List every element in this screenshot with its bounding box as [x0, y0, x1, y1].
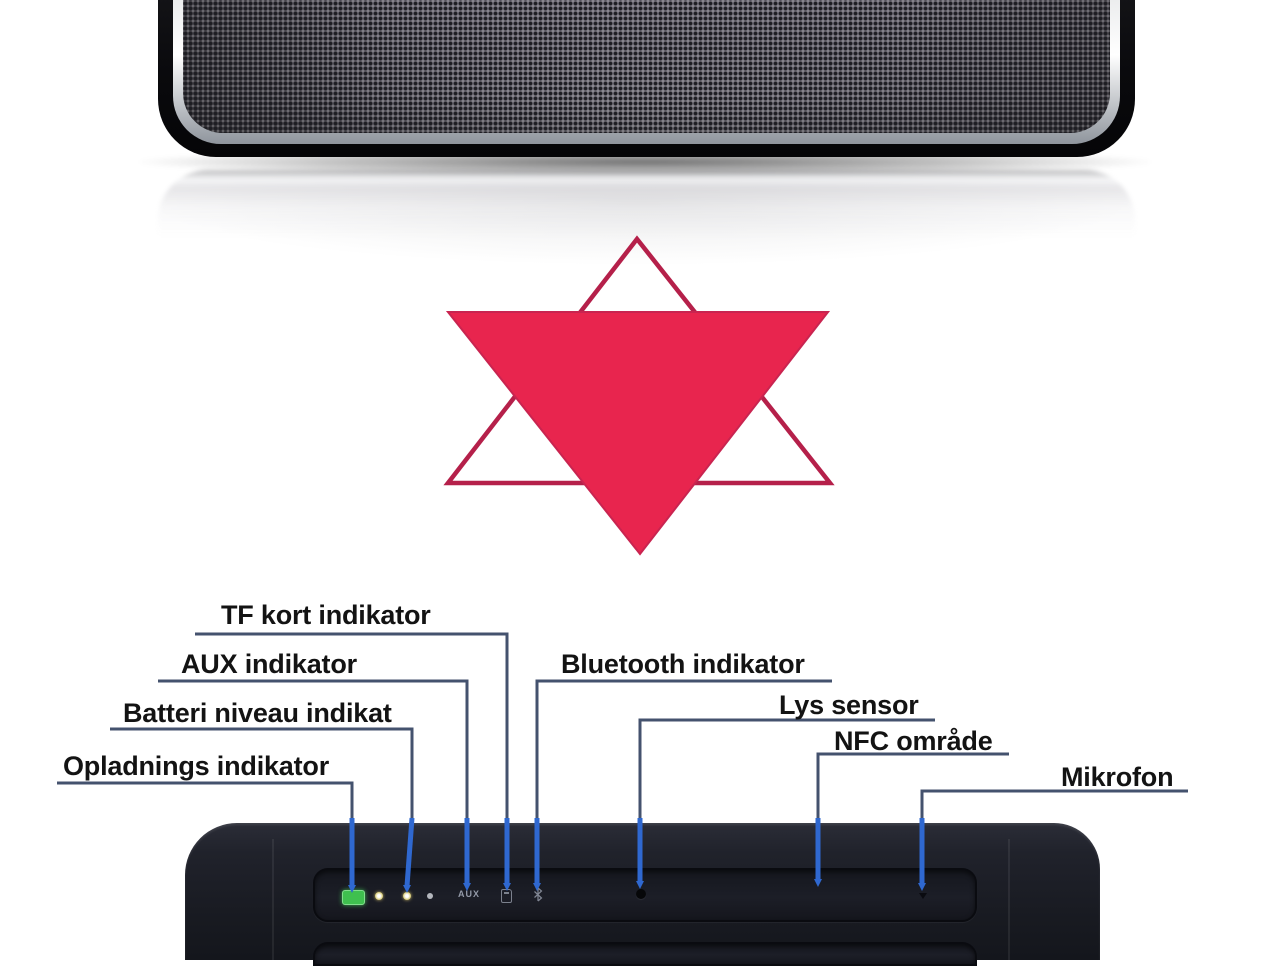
speaker-reflection [158, 170, 1135, 238]
aux-label: AUX [458, 889, 481, 899]
charging-led [342, 890, 365, 905]
battery-dot-1 [375, 892, 383, 900]
label-bluetooth-indikator: Bluetooth indikator [561, 649, 805, 679]
pointer-lines [349, 817, 925, 887]
label-lys-sensor: Lys sensor [779, 690, 919, 720]
battery-dot-3 [427, 893, 433, 899]
label-nfc-omraade: NFC område [834, 726, 993, 756]
connector-lines [57, 632, 1188, 823]
label-tf-card-indikator: TF kort indikator [221, 600, 431, 630]
microphone-hole [919, 893, 927, 899]
filled-triangle [445, 311, 831, 556]
speaker-top-view: AUX [185, 823, 1100, 966]
right-cap-seam [1008, 839, 1010, 960]
label-batteri-niveau: Batteri niveau indikat [123, 698, 392, 728]
label-opladnings-indikator: Opladnings indikator [63, 751, 330, 781]
bluetooth-icon [534, 887, 543, 902]
indicator-panel: AUX [313, 868, 977, 922]
left-cap-seam [272, 839, 274, 960]
speaker-grille [183, 0, 1110, 133]
pointer-tips [348, 879, 926, 893]
speaker-front-view [158, 0, 1135, 157]
light-sensor-hole [636, 889, 646, 899]
label-aux-indikator: AUX indikator [181, 649, 357, 679]
battery-dot-2 [403, 892, 411, 900]
label-mikrofon: Mikrofon [1061, 762, 1174, 792]
